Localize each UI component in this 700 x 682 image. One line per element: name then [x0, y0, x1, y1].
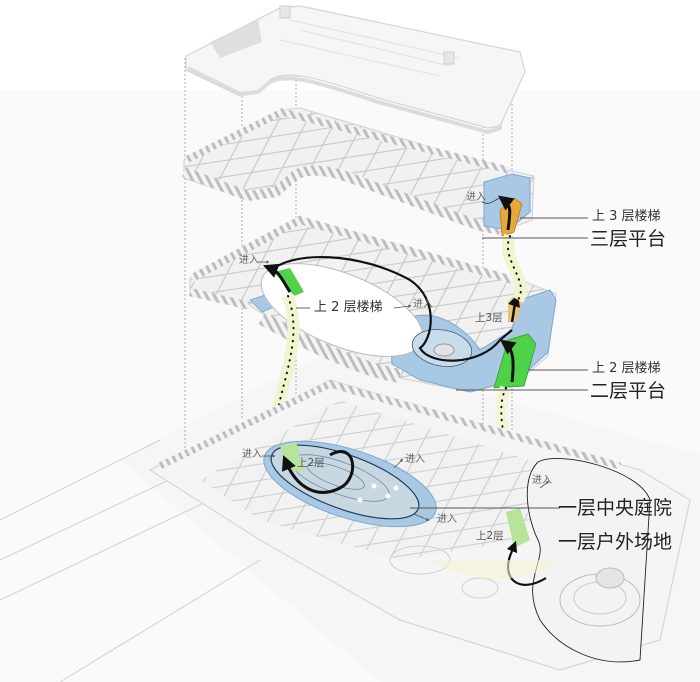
entry-arrows — [258, 260, 550, 521]
annotation-enter-f3: 进入 — [466, 192, 486, 203]
floor1-stair-green — [506, 508, 530, 548]
floor2-layer — [189, 215, 557, 393]
annotation-up2-f1-court: 上2层 — [297, 457, 325, 469]
annotation-enter-f2-mid: 进入 — [413, 299, 433, 310]
callout-floor1-outdoor: 一层户外场地 — [558, 531, 673, 553]
callout-up3-stair: 上 3 层楼梯 — [592, 209, 661, 224]
floor1-outdoor-field — [526, 458, 651, 663]
annotation-enter-f2-left: 进入 — [239, 255, 259, 266]
roof-layer — [185, 5, 526, 135]
annotation-up3-f2: 上3层 — [475, 312, 503, 324]
annotation-up2-f1-outdoor: 上2层 — [476, 530, 504, 542]
callout-up2-stair-left: 上 2 层楼梯 — [314, 300, 383, 315]
leader-lines — [296, 217, 588, 509]
floor2-stair-green-right — [493, 333, 537, 389]
annotation-enter-f1-mid: 进入 — [405, 454, 425, 465]
callout-up2-stair-right: 上 2 层楼梯 — [592, 361, 661, 376]
annotation-enter-f1-bottom: 进入 — [437, 514, 457, 525]
annotation-enter-f1-left: 进入 — [242, 449, 262, 460]
floor3-layer — [182, 107, 535, 237]
callout-floor3-platform: 三层平台 — [590, 228, 667, 250]
annotation-enter-f1-right: 进入 — [532, 475, 552, 486]
callout-floor1-courtyard: 一层中央庭院 — [558, 497, 673, 519]
callout-floor2-platform: 二层平台 — [590, 380, 667, 402]
floor2-stair-green-left — [274, 268, 304, 296]
floor1-layer — [148, 379, 691, 671]
